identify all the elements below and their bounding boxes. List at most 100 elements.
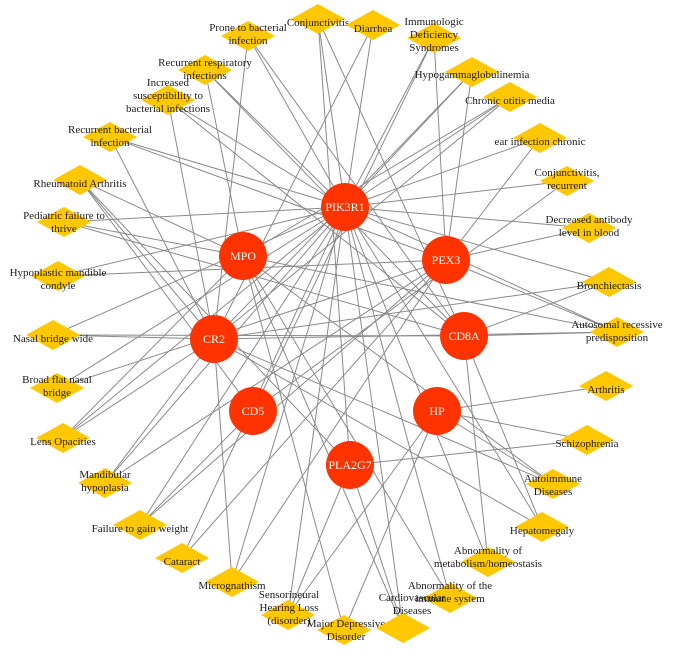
edge-mpo-recurrent-respiratory-infections	[204, 69, 244, 257]
gene-circle	[321, 183, 369, 231]
disease-node-chronic-otitis-media[interactable]: Chronic otitis media	[465, 82, 555, 112]
disease-node-failure-to-gain-weight[interactable]: Failure to gain weight	[92, 510, 189, 540]
gene-node-pla2g7[interactable]: PLA2G7	[326, 441, 374, 489]
disease-node-hypogammaglobulinemia[interactable]: Hypogammaglobulinemia	[415, 57, 530, 87]
disease-diamond	[515, 512, 569, 542]
edge-mpo-lens-opacities	[62, 255, 244, 439]
disease-label-line: Immunologic	[404, 16, 463, 28]
disease-diamond	[155, 543, 209, 573]
gene-node-mpo[interactable]: MPO	[219, 232, 267, 280]
disease-node-arthritis[interactable]: Arthritis	[579, 371, 633, 401]
edge-pla2g7-conjunctivitis	[317, 18, 351, 466]
disease-node-ear-infection-chronic[interactable]: ear infection chronic	[494, 123, 586, 153]
edge-cr2-increased-susceptibility-to-bacterial-infections	[167, 99, 215, 340]
disease-node-diarrhea[interactable]: Diarrhea	[346, 10, 400, 40]
disease-node-lens-opacities[interactable]: Lens Opacities	[30, 423, 96, 453]
gene-node-cd8a[interactable]: CD8A	[440, 312, 488, 360]
disease-node-hepatomegaly[interactable]: Hepatomegaly	[510, 512, 575, 542]
disease-label-line: infection	[228, 35, 268, 47]
disease-label-line: immune system	[415, 593, 485, 605]
edge-pex3-hypogammaglobulinemia	[445, 71, 473, 261]
gene-node-cd5[interactable]: CD5	[229, 387, 277, 435]
gene-node-cr2[interactable]: CR2	[190, 315, 238, 363]
disease-node-nasal-bridge-wide[interactable]: Nasal bridge wide	[13, 320, 93, 350]
edge-cr2-lens-opacities	[62, 338, 215, 439]
disease-diamond	[178, 55, 232, 85]
gene-node-hp[interactable]: HP	[413, 387, 461, 435]
disease-diamond	[291, 4, 345, 34]
edge-mpo-major-depressive-disorder	[242, 255, 345, 631]
edge-pik3r1-decreased-antibody-level-in-blood	[344, 206, 590, 229]
disease-label: Conjunctivitis	[287, 17, 349, 29]
disease-label-line: Autoimmune	[524, 473, 582, 485]
disease-diamond	[30, 373, 84, 403]
edge-cd8a-conjunctivitis	[317, 18, 465, 337]
disease-label-line: Hypogammaglobulinemia	[415, 69, 530, 81]
edge-pik3r1-increased-susceptibility-to-bacterial-infections	[167, 99, 346, 208]
edge-mpo-abnormality-of-the-immune-system	[242, 255, 451, 599]
disease-label-line: Chronic otitis media	[465, 95, 555, 107]
edge-pik3r1-recurrent-respiratory-infections	[204, 69, 346, 208]
disease-label-line: infections	[183, 70, 226, 82]
disease-node-bronchiectasis[interactable]: Bronchiectasis	[577, 267, 642, 297]
edge-cr2-prone-to-bacterial-infection	[213, 35, 249, 340]
disease-label-line: Sensorineural	[259, 589, 319, 601]
disease-diamond	[221, 21, 275, 51]
disease-diamond	[205, 567, 259, 597]
disease-label-line: Hepatomegaly	[510, 525, 575, 537]
edge-cd8a-nasal-bridge-wide	[52, 334, 465, 337]
disease-node-rheumatoid-arthritis[interactable]: Rheumatoid Arthritis	[33, 165, 127, 195]
disease-node-conjunctivitis[interactable]: Conjunctivitis	[287, 4, 349, 34]
disease-label: Diarrhea	[354, 23, 393, 35]
disease-label-line: Syndromes	[409, 42, 459, 54]
disease-diamond	[579, 371, 633, 401]
disease-label-line: Hearing Loss	[260, 602, 319, 614]
edge-pik3r1-micrognathism	[231, 206, 346, 583]
disease-label-line: Recurrent respiratory	[158, 57, 252, 69]
disease-label-line: Deficiency	[410, 29, 459, 41]
disease-node-schizophrenia[interactable]: Schizophrenia	[556, 425, 619, 455]
disease-label: Arthritis	[587, 384, 624, 396]
gene-node-pik3r1[interactable]: PIK3R1	[321, 183, 369, 231]
disease-label: Lens Opacities	[30, 436, 96, 448]
disease-node-conjunctivitis-recurrent[interactable]: Conjunctivitis,recurrent	[534, 166, 600, 196]
edge-cr2-micrognathism	[213, 338, 233, 583]
edge-hp-major-depressive-disorder	[343, 410, 438, 631]
disease-label-line: Conjunctivitis,	[534, 167, 599, 179]
edge-pex3-cataract	[181, 259, 447, 559]
edge-hp-schizophrenia	[436, 410, 588, 441]
gene-node-pex3[interactable]: PEX3	[422, 236, 470, 284]
disease-node-cataract[interactable]: Cataract	[155, 543, 209, 573]
disease-label-line: recurrent	[547, 180, 587, 192]
edge-pik3r1-prone-to-bacterial-infection	[247, 35, 346, 208]
gene-label: CD5	[242, 404, 265, 418]
disease-node-micrognathism[interactable]: Micrognathism	[198, 567, 266, 597]
disease-label-line: Bronchiectasis	[577, 280, 642, 292]
gene-circle	[440, 312, 488, 360]
